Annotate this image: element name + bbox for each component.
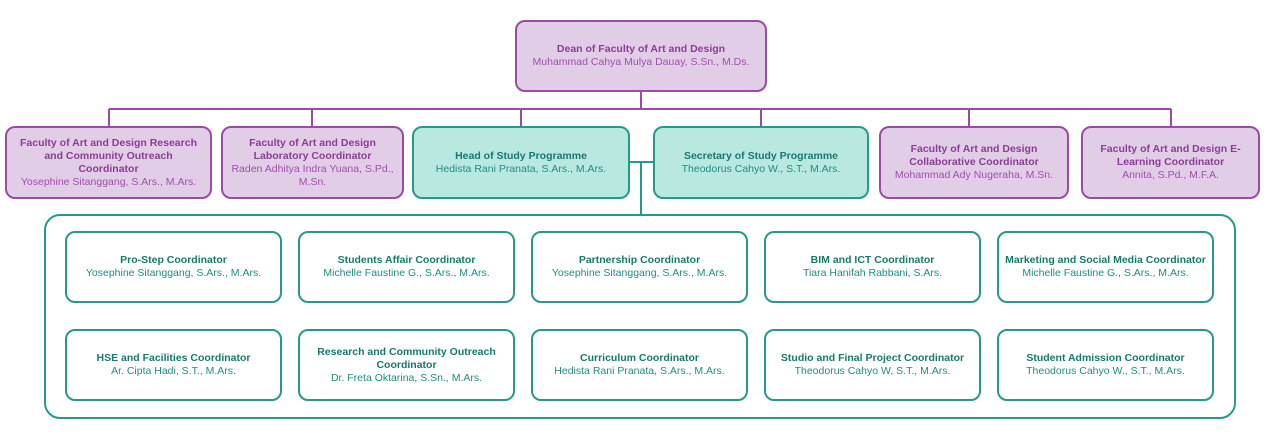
box-name: Theodorus Cahyo W, S.T., M.Ars. [794,365,951,377]
box-name: Yosephine Sitanggang, S.Ars., M.Ars. [85,267,262,279]
box-name: Yosephine Sitanggang, S.Ars., M.Ars. [551,267,728,279]
e-learning-coordinator-box: Faculty of Art and Design E-Learning Coo… [1081,126,1260,199]
laboratory-coordinator-box: Faculty of Art and Design Laboratory Coo… [221,126,404,199]
box-title: Students Affair Coordinator [337,254,476,266]
box-title: Partnership Coordinator [578,254,701,266]
box-name: Michelle Faustine G., S.Ars., M.Ars. [1022,267,1189,279]
box-title: Head of Study Programme [455,149,587,162]
box-name: Ar. Cipta Hadi, S.T., M.Ars. [111,365,236,377]
box-name: Hedista Rani Pranata, S.Ars., M.Ars. [554,365,725,377]
coordinator-box: Marketing and Social Media Coordinator M… [997,231,1214,303]
box-name: Dr. Freta Oktarina, S.Sn., M.Ars. [330,371,483,384]
dean-box: Dean of Faculty of Art and Design Muhamm… [515,20,767,92]
box-name: Theodorus Cahyo W., S.T., M.Ars. [681,162,841,175]
box-name: Yosephine Sitanggang, S.Ars., M.Ars. [20,175,197,188]
coordinator-box: HSE and Facilities Coordinator Ar. Cipta… [65,329,282,401]
box-title: Studio and Final Project Coordinator [780,352,965,364]
box-name: Theodorus Cahyo W., S.T., M.Ars. [1026,365,1185,377]
coordinator-box: Student Admission Coordinator Theodorus … [997,329,1214,401]
box-name: Annita, S.Pd., M.F.A. [1122,169,1219,181]
collaborative-coordinator-box: Faculty of Art and Design Collaborative … [879,126,1069,199]
box-name: Hedista Rani Pranata, S.Ars., M.Ars. [435,162,607,175]
coordinator-box: Curriculum Coordinator Hedista Rani Pran… [531,329,748,401]
secretary-of-study-programme-box: Secretary of Study Programme Theodorus C… [653,126,869,199]
box-title: Faculty of Art and Design Laboratory Coo… [249,136,376,162]
box-title: Faculty of Art and Design Research and C… [20,136,197,175]
box-title: Secretary of Study Programme [683,149,839,162]
box-title: HSE and Facilities Coordinator [96,352,251,364]
head-of-study-programme-box: Head of Study Programme Hedista Rani Pra… [412,126,630,199]
coordinator-box: Research and Community Outreach Coordina… [298,329,515,401]
box-title: Faculty of Art and Design Collaborative … [909,143,1039,168]
box-name: Michelle Faustine G., S.Ars., M.Ars. [323,267,490,279]
research-coordinator-box: Faculty of Art and Design Research and C… [5,126,212,199]
coordinator-box: Partnership Coordinator Yosephine Sitang… [531,231,748,303]
box-title: BIM and ICT Coordinator [810,254,935,266]
box-name: Raden Adhitya Indra Yuana, S.Pd., M.Sn. [231,162,394,188]
box-title: Research and Community Outreach Coordina… [317,345,496,371]
box-name: Mohammad Ady Nugeraha, M.Sn. [894,169,1054,181]
box-title: Student Admission Coordinator [1026,352,1185,364]
coordinator-box: Studio and Final Project Coordinator The… [764,329,981,401]
coordinator-box: Students Affair Coordinator Michelle Fau… [298,231,515,303]
box-title: Marketing and Social Media Coordinator [1005,254,1206,266]
box-title: Pro-Step Coordinator [120,254,227,266]
box-title: Faculty of Art and Design E-Learning Coo… [1100,143,1241,168]
box-title: Curriculum Coordinator [579,352,699,364]
coordinator-box: BIM and ICT Coordinator Tiara Hanifah Ra… [764,231,981,303]
box-name: Tiara Hanifah Rabbani, S.Ars. [802,267,943,279]
dean-name: Muhammad Cahya Mulya Dauay, S.Sn., M.Ds. [532,56,750,68]
dean-title: Dean of Faculty of Art and Design [556,43,726,55]
coordinator-box: Pro-Step Coordinator Yosephine Sitanggan… [65,231,282,303]
coordinators-group [44,214,1236,419]
